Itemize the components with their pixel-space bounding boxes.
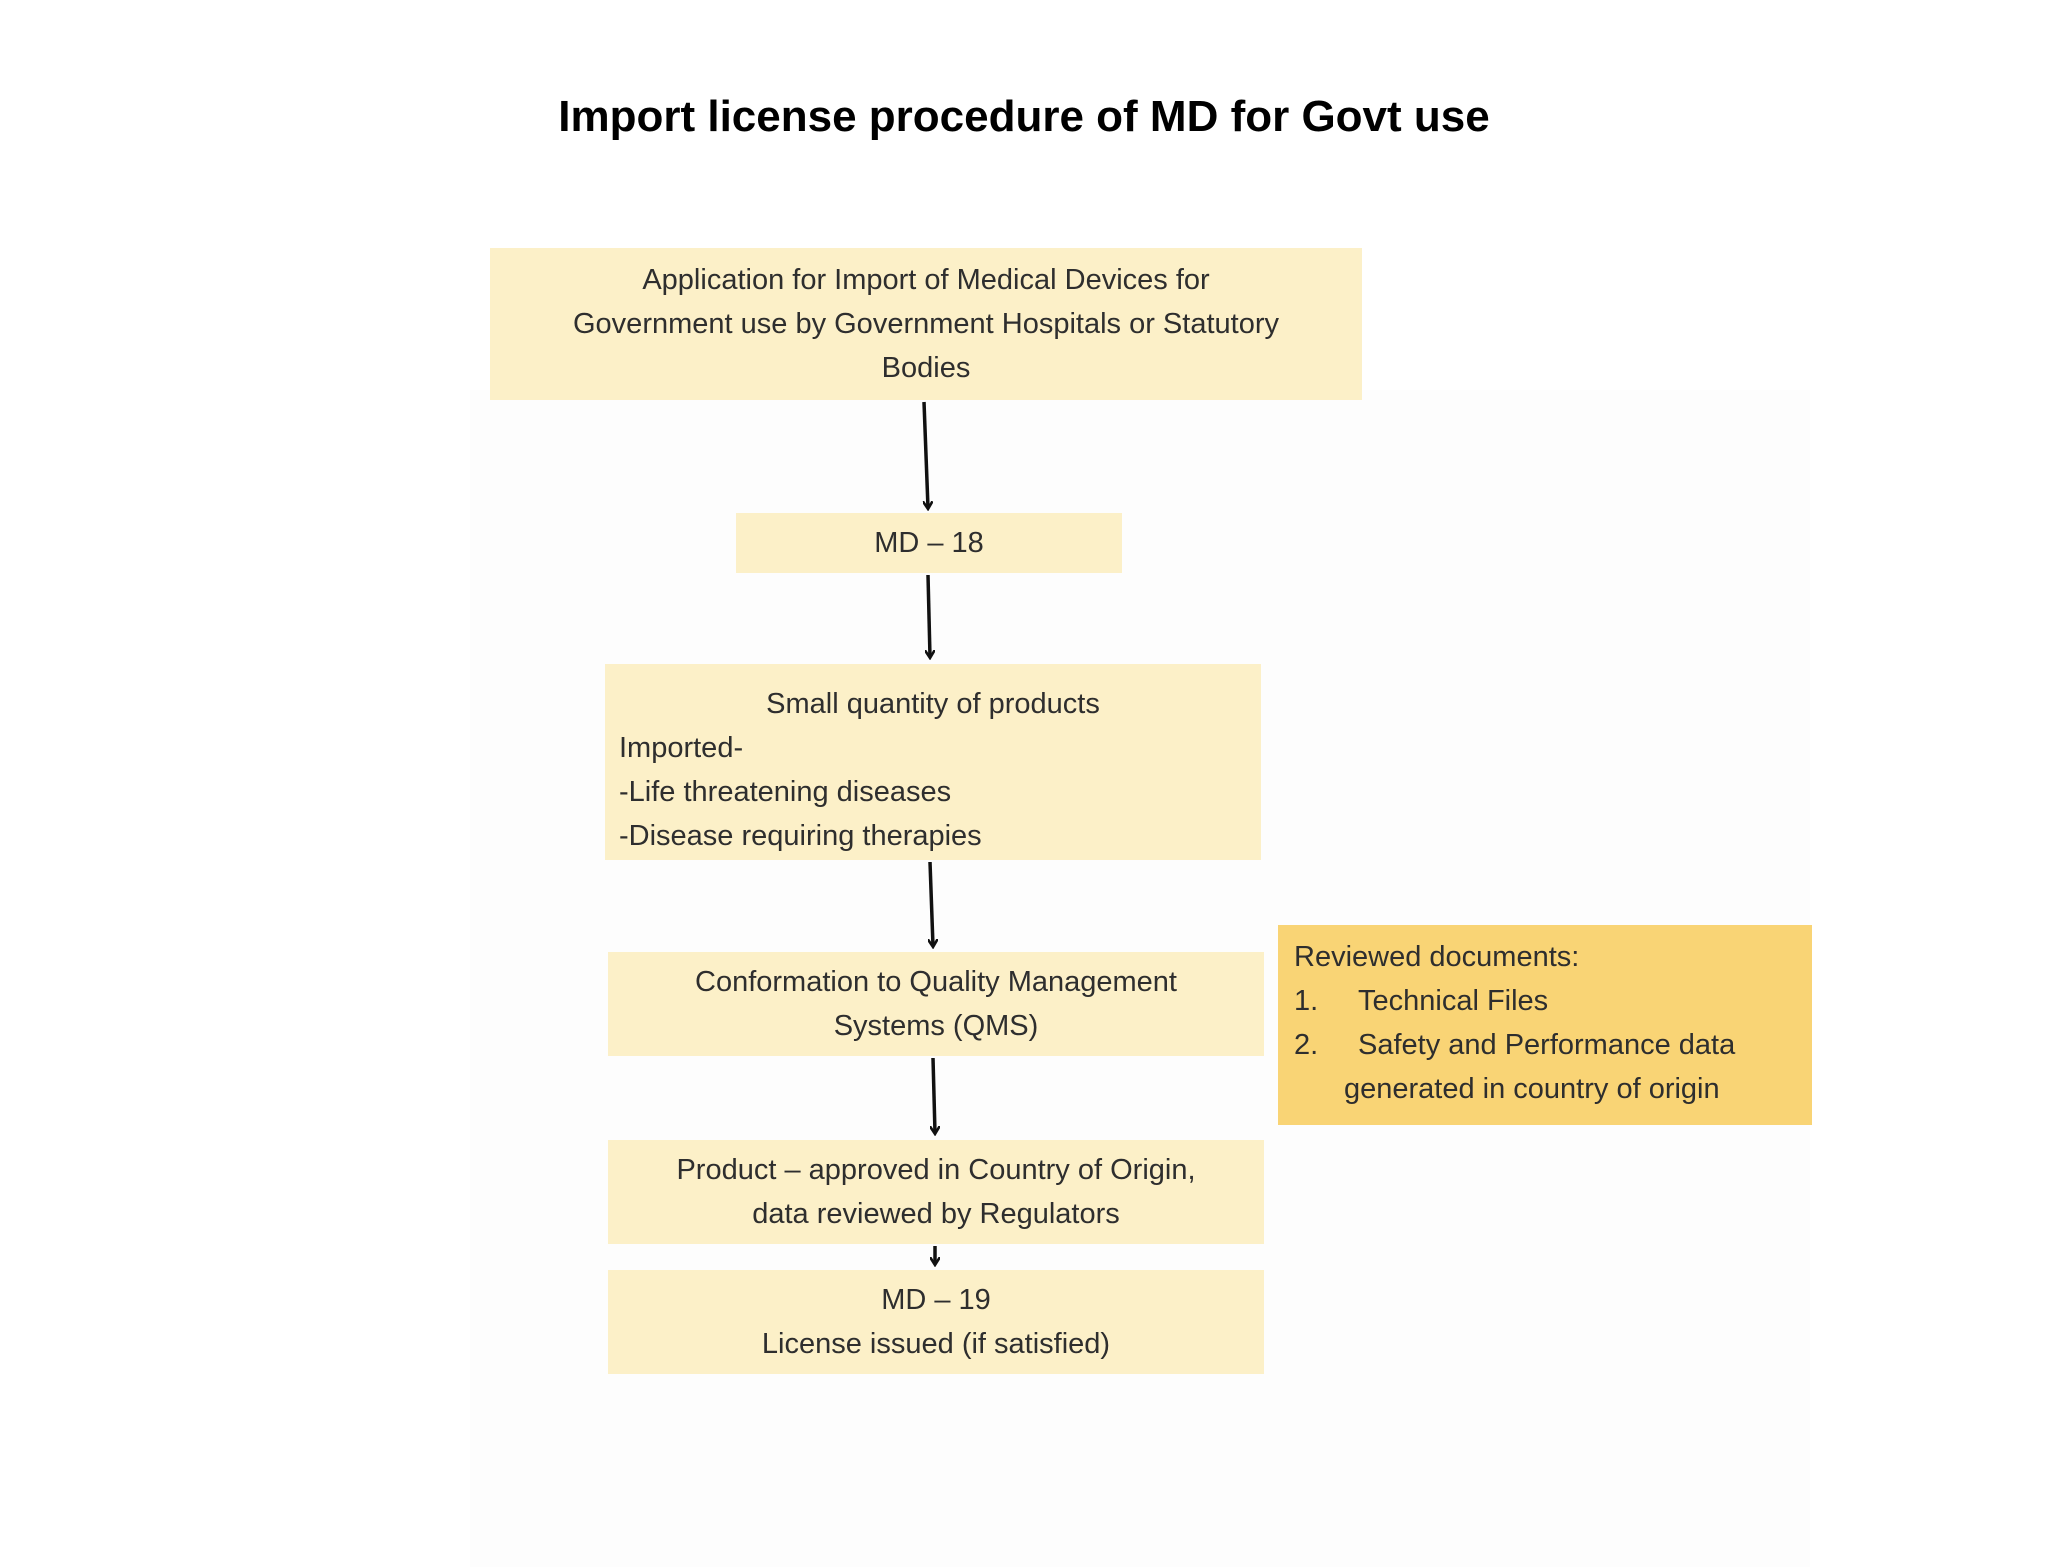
step-product-approved-line-2: data reviewed by Regulators — [752, 1198, 1120, 1230]
step-product-approved-line-1: Product – approved in Country of Origin, — [676, 1154, 1196, 1186]
step-small-quantity-line-3: -Disease requiring therapies — [619, 820, 982, 852]
step-small-quantity-box: Small quantity of products Imported- -Li… — [605, 664, 1261, 860]
reviewed-documents-item: 1. Technical Files — [1294, 979, 1796, 1023]
step-small-quantity-line-1: Imported- — [619, 732, 744, 764]
reviewed-documents-item-number: 2. — [1294, 1029, 1319, 1061]
reviewed-documents-item-continuation: generated in country of origin — [1344, 1073, 1720, 1105]
step-qms-line-2: Systems (QMS) — [833, 1010, 1039, 1042]
reviewed-documents-heading: Reviewed documents: — [1294, 941, 1580, 973]
step-small-quantity-line-2: -Life threatening diseases — [619, 776, 952, 808]
page-title: Import license procedure of MD for Govt … — [558, 92, 1490, 141]
step-small-quantity-heading: Small quantity of products — [766, 688, 1100, 720]
reviewed-documents-item-text: Technical Files — [1358, 985, 1549, 1017]
step-qms-box: Conformation to Quality Management Syste… — [608, 952, 1264, 1056]
step-product-approved-box: Product – approved in Country of Origin,… — [608, 1140, 1264, 1244]
step-application-line-3: Bodies — [881, 352, 971, 384]
step-application-box: Application for Import of Medical Device… — [490, 248, 1362, 400]
reviewed-documents-box: Reviewed documents: 1. Technical Files 2… — [1278, 925, 1812, 1125]
step-md18-box: MD – 18 — [736, 513, 1122, 573]
reviewed-documents-item-text: Safety and Performance data — [1358, 1029, 1736, 1061]
step-md18-line-1: MD – 18 — [874, 527, 984, 559]
step-application-line-2: Government use by Government Hospitals o… — [573, 308, 1279, 340]
step-application-line-1: Application for Import of Medical Device… — [642, 264, 1210, 296]
reviewed-documents-item-number: 1. — [1294, 985, 1319, 1017]
step-qms-line-1: Conformation to Quality Management — [695, 966, 1177, 998]
reviewed-documents-item: 2. Safety and Performance data — [1294, 1023, 1796, 1067]
step-md19-box: MD – 19 License issued (if satisfied) — [608, 1270, 1264, 1374]
step-md19-line-1: MD – 19 — [881, 1284, 991, 1316]
step-md19-line-2: License issued (if satisfied) — [761, 1328, 1111, 1360]
